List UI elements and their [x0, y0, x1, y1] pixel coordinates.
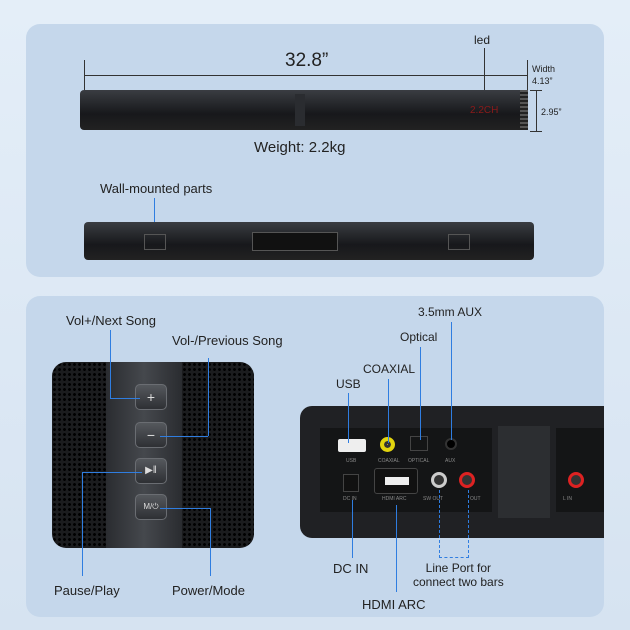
coaxial-port — [380, 437, 395, 452]
pause-play-button[interactable]: ▶‖ — [135, 458, 167, 484]
callout-line — [352, 500, 353, 558]
power-mode-button[interactable]: M/⏻ — [135, 494, 167, 520]
aux-callout: 3.5mm AUX — [418, 305, 483, 319]
port-recess-2 — [556, 428, 604, 512]
led-label: led — [474, 33, 491, 47]
line-port-callout: Line Port for connect two bars — [413, 561, 504, 589]
callout-line — [388, 379, 389, 443]
dim-tick — [530, 131, 542, 132]
height-dimension-line — [536, 90, 537, 131]
silk-dc: DC IN — [343, 496, 357, 502]
soundbar-front: 2.2CH — [80, 90, 528, 130]
callout-line — [82, 472, 142, 473]
sw-out-port — [431, 472, 447, 488]
width-value: 4.13” — [532, 76, 553, 86]
callout-line — [451, 322, 452, 440]
vol-down-button[interactable]: − — [135, 422, 167, 448]
usb-port — [338, 439, 366, 452]
wall-mounted-label: Wall-mounted parts — [100, 181, 213, 196]
optical-callout: Optical — [400, 330, 438, 344]
weight-label: Weight: 2.2kg — [254, 139, 346, 156]
rear-port-closeup — [300, 406, 604, 538]
usb-callout: USB — [336, 377, 361, 391]
dc-in-port — [343, 474, 359, 492]
coaxial-callout: COAXIAL — [363, 362, 416, 376]
silk-coaxial: COAXIAL — [378, 458, 400, 464]
callout-line — [210, 508, 211, 576]
center-panel — [295, 94, 305, 126]
wall-mount-pointer — [154, 198, 155, 238]
soundbar-back — [84, 222, 534, 260]
vol-down-label: Vol-/Previous Song — [172, 333, 283, 348]
led-pointer — [484, 48, 485, 110]
optical-port — [410, 436, 428, 451]
dim-tick — [84, 60, 85, 90]
vol-up-button[interactable]: + — [135, 384, 167, 410]
cable-clip — [498, 426, 550, 518]
callout-line — [82, 472, 83, 576]
vol-up-label: Vol+/Next Song — [66, 313, 156, 328]
callout-line — [160, 436, 208, 437]
silk-out: OUT — [470, 496, 481, 502]
l-in-port — [568, 472, 584, 488]
callout-line — [110, 330, 111, 398]
silk-hdmi: HDMI ARC — [382, 496, 407, 502]
callout-line — [420, 347, 421, 440]
silk-aux: AUX — [445, 458, 456, 464]
out-port — [459, 472, 475, 488]
led-display: 2.2CH — [470, 105, 499, 116]
wall-mount-slot — [448, 234, 470, 250]
pause-play-label: Pause/Play — [54, 583, 120, 598]
callout-line — [348, 393, 349, 443]
silk-usb: USB — [346, 458, 357, 464]
dim-tick — [527, 60, 528, 90]
side-vents — [520, 90, 528, 130]
callout-line — [208, 358, 209, 436]
line-port-bracket — [439, 490, 469, 558]
hdmi-port — [374, 468, 418, 494]
hdmi-arc-callout: HDMI ARC — [362, 597, 426, 612]
length-label: 32.8” — [285, 50, 329, 71]
port-bay — [252, 232, 338, 251]
width-label: Width — [532, 64, 556, 74]
callout-line — [110, 398, 140, 399]
wall-mount-slot — [144, 234, 166, 250]
height-value: 2.95” — [541, 107, 562, 117]
power-mode-label: Power/Mode — [172, 583, 245, 598]
length-dimension-line — [84, 75, 527, 76]
callout-line — [396, 505, 397, 592]
dc-in-callout: DC IN — [333, 561, 369, 576]
callout-line — [160, 508, 210, 509]
silk-optical: OPTICAL — [408, 458, 430, 464]
silk-sw-out: SW OUT — [423, 496, 443, 502]
silk-l-in: L IN — [563, 496, 572, 502]
